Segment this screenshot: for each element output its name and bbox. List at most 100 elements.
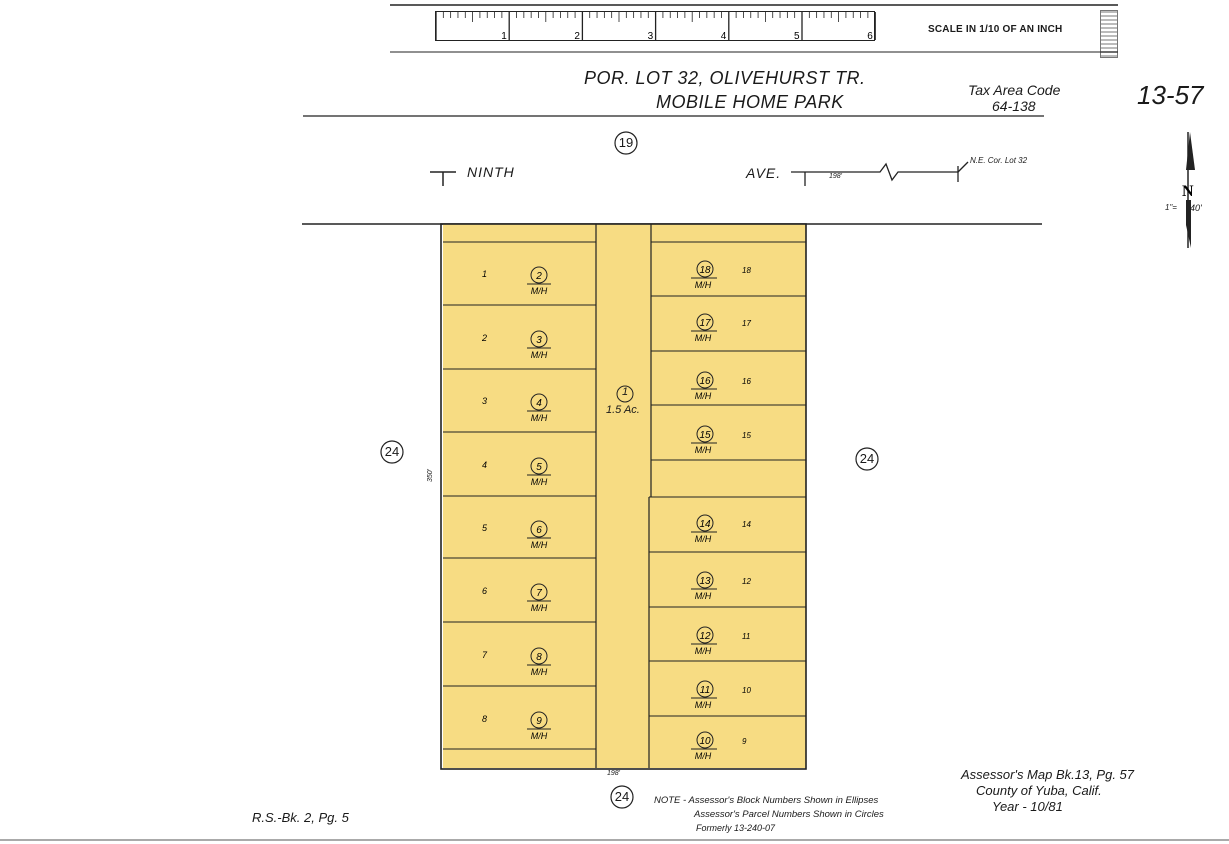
block-24-right: 24	[859, 451, 875, 466]
right-parcel-circle	[696, 514, 714, 532]
right-parcel-number: 15	[699, 430, 711, 441]
right-lot-lines	[649, 241, 806, 717]
ruler-number: 2	[574, 31, 580, 42]
map-title-line1: POR. LOT 32, OLIVEHURST TR.	[584, 68, 866, 88]
left-parcel-type: M/H	[531, 413, 548, 423]
stamp-mark	[1100, 10, 1118, 58]
ruler-number: 6	[867, 31, 873, 42]
right-parcel-number: 17	[699, 318, 711, 329]
left-parcel-circle	[530, 393, 548, 411]
note-line2: Assessor's Parcel Numbers Shown in Circl…	[694, 809, 884, 820]
right-parcel-number: 16	[699, 376, 711, 387]
assessor-line1: Assessor's Map Bk.13, Pg. 57	[961, 767, 1135, 782]
block-24-right-circle	[855, 447, 879, 471]
right-parcel-type: M/H	[695, 751, 712, 761]
left-parcel-circle	[530, 266, 548, 284]
parcel-1-circle	[616, 385, 634, 403]
ne-corner-label: N.E. Cor. Lot 32	[970, 156, 1028, 165]
note-line3: Formerly 13-240-07	[696, 823, 776, 833]
right-lot-number: 15	[742, 431, 751, 440]
left-lot-number: 1	[482, 269, 487, 279]
right-parcel-number: 10	[699, 736, 711, 747]
street-ave: AVE.	[746, 165, 782, 181]
left-parcel-circle	[530, 583, 548, 601]
right-parcel-circle	[696, 626, 714, 644]
left-parcel-circle	[530, 520, 548, 538]
left-parcel-type: M/H	[531, 477, 548, 487]
left-lot-number: 6	[482, 586, 487, 596]
right-lot-number: 9	[742, 737, 747, 746]
left-parcel-number: 4	[536, 398, 542, 409]
parcel-1-area: 1.5 Ac.	[606, 404, 640, 416]
dimension-350: 350'	[427, 468, 435, 483]
right-parcel-circle	[696, 425, 714, 443]
ruler-number: 4	[721, 31, 727, 42]
left-parcel-number: 8	[536, 652, 542, 663]
right-lot-number: 16	[742, 377, 751, 386]
left-parcel-type: M/H	[531, 667, 548, 677]
left-parcel-type: M/H	[531, 350, 548, 360]
block-19-circle	[614, 131, 638, 155]
right-parcel-type: M/H	[695, 700, 712, 710]
left-parcel-circle	[530, 711, 548, 729]
right-parcel-circle	[696, 313, 714, 331]
rs-reference: R.S.-Bk. 2, Pg. 5	[252, 810, 349, 825]
left-lot-number: 3	[482, 396, 487, 406]
left-parcel-number: 6	[536, 525, 542, 536]
right-parcel-type: M/H	[695, 534, 712, 544]
right-parcel-type: M/H	[695, 445, 712, 455]
left-parcel-type: M/H	[531, 540, 548, 550]
left-parcel-circle	[530, 647, 548, 665]
dimension-line-top	[791, 161, 969, 186]
left-lot-lines	[443, 241, 596, 750]
block-24-bottom-circle	[610, 785, 634, 809]
right-lot-number: 12	[742, 577, 751, 586]
right-parcel-circle	[696, 371, 714, 389]
right-parcel-circle	[696, 731, 714, 749]
left-parcel-number: 9	[536, 716, 542, 727]
left-parcel-number: 5	[536, 462, 542, 473]
assessor-line2: County of Yuba, Calif.	[976, 783, 1102, 798]
map-number: 13-57	[1137, 80, 1204, 110]
scale-left: 1"=	[1165, 203, 1177, 212]
svg-text:N: N	[1182, 183, 1194, 200]
right-parcel-circle	[696, 571, 714, 589]
right-parcel-number: 14	[699, 519, 711, 530]
left-lot-number: 7	[482, 650, 488, 660]
left-parcel-type: M/H	[531, 603, 548, 613]
right-lot-number: 18	[742, 266, 751, 275]
right-parcel-type: M/H	[695, 391, 712, 401]
ruler-number: 5	[794, 31, 800, 42]
parcel-1-number: 1	[621, 386, 629, 398]
right-parcel-number: 11	[700, 685, 710, 696]
ruler-number: 1	[501, 31, 507, 42]
right-lot-number: 10	[742, 686, 751, 695]
tax-area-code: 64-138	[992, 98, 1036, 114]
right-lot-number: 11	[742, 632, 750, 641]
block-24-left-circle	[380, 440, 404, 464]
dimension-198-top: 198'	[829, 173, 843, 180]
block-24-left: 24	[384, 444, 400, 459]
right-parcel-type: M/H	[695, 646, 712, 656]
left-parcel-number: 3	[536, 335, 542, 346]
left-parcel-circle	[530, 330, 548, 348]
street-ninth: NINTH	[467, 164, 515, 180]
left-lot-number: 2	[481, 333, 487, 343]
north-arrow-icon: N	[1182, 132, 1195, 248]
right-parcel-number: 18	[699, 265, 711, 276]
left-lot-number: 4	[482, 460, 487, 470]
left-parcel-number: 2	[535, 271, 542, 282]
right-lot-number: 17	[742, 319, 751, 328]
map-title-line2: MOBILE HOME PARK	[656, 92, 844, 112]
tax-area-label: Tax Area Code	[968, 82, 1061, 98]
right-parcel-type: M/H	[695, 280, 712, 290]
scale-label: SCALE IN 1/10 OF AN INCH	[928, 24, 1063, 35]
left-lot-number: 5	[482, 523, 488, 533]
street-marker-left	[430, 171, 456, 186]
left-parcel-number: 7	[536, 588, 542, 599]
right-parcel-number: 12	[699, 631, 711, 642]
right-parcel-number: 13	[699, 576, 711, 587]
block-19-label: 19	[618, 135, 634, 150]
